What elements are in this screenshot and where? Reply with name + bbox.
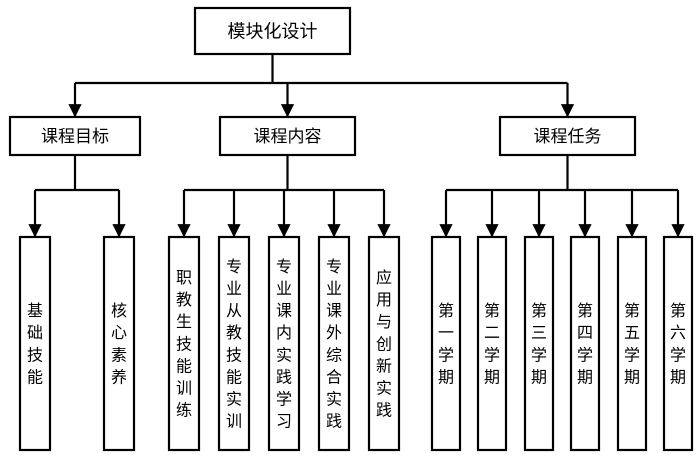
leaf-node-2-2-label: 专业从教技能实训 [226, 257, 242, 431]
leaf-node-3-3-label: 第三学期 [531, 301, 547, 386]
leaf-node-1-1-box [18, 235, 52, 452]
group-node-2-box [218, 115, 357, 157]
leaf-node-2-4: 专业课外综合实践 [317, 235, 351, 452]
leaf-node-1-2-label: 核心素养 [111, 301, 127, 386]
group-node-3: 课程任务 [498, 115, 637, 157]
group-node-1-box [8, 115, 142, 157]
leaf-node-3-3: 第三学期 [523, 235, 555, 452]
leaf-node-3-2-label: 第二学期 [484, 301, 500, 386]
leaf-node-1-2-box [102, 235, 136, 452]
leaf-node-3-5-label: 第五学期 [624, 301, 640, 386]
leaf-node-2-1-box [167, 235, 201, 452]
root-node-box [193, 6, 352, 56]
leaf-node-2-5: 应用与创新实践 [367, 235, 401, 452]
leaf-node-2-4-box [317, 235, 351, 452]
leaf-node-3-2-box [476, 235, 508, 452]
leaf-node-3-3-box [523, 235, 555, 452]
leaf-node-2-5-box [367, 235, 401, 452]
root-node-label: 模块化设计 [228, 21, 318, 42]
leaf-node-3-4: 第四学期 [569, 235, 601, 452]
leaf-node-2-3-label: 专业课内实践学习 [276, 257, 292, 431]
leaf-node-1-1-label: 基础技能 [27, 301, 43, 386]
leaf-node-3-1-box [430, 235, 462, 452]
leaf-node-3-4-label: 第四学期 [577, 301, 593, 386]
leaf-node-2-4-label: 专业课外综合实践 [326, 257, 342, 431]
leaf-node-1-2: 核心素养 [102, 235, 136, 452]
leaf-node-3-4-box [569, 235, 601, 452]
leaf-node-3-1-label: 第一学期 [438, 301, 454, 386]
leaf-node-2-2: 专业从教技能实训 [217, 235, 251, 452]
leaf-node-3-5-box [616, 235, 648, 452]
leaf-node-3-6: 第六学期 [662, 235, 694, 452]
group-node-1-label: 课程目标 [41, 127, 109, 147]
root-node: 模块化设计 [193, 6, 352, 56]
group-node-2: 课程内容 [218, 115, 357, 157]
leaf-node-3-2: 第二学期 [476, 235, 508, 452]
leaf-node-3-5: 第五学期 [616, 235, 648, 452]
leaf-node-2-1-label: 职教生技能训练 [176, 268, 192, 419]
leaf-node-2-5-label: 应用与创新实践 [376, 268, 392, 419]
leaf-node-2-3-box [267, 235, 301, 452]
leaf-node-3-6-box [662, 235, 694, 452]
leaf-node-2-3: 专业课内实践学习 [267, 235, 301, 452]
group-node-2-label: 课程内容 [254, 127, 322, 147]
leaf-node-3-6-label: 第六学期 [670, 301, 686, 386]
leaf-node-3-1: 第一学期 [430, 235, 462, 452]
group-node-1: 课程目标 [8, 115, 142, 157]
group-node-3-label: 课程任务 [534, 127, 602, 147]
group-node-3-box [498, 115, 637, 157]
leaf-node-2-1: 职教生技能训练 [167, 235, 201, 452]
leaf-node-1-1: 基础技能 [18, 235, 52, 452]
leaf-node-2-2-box [217, 235, 251, 452]
